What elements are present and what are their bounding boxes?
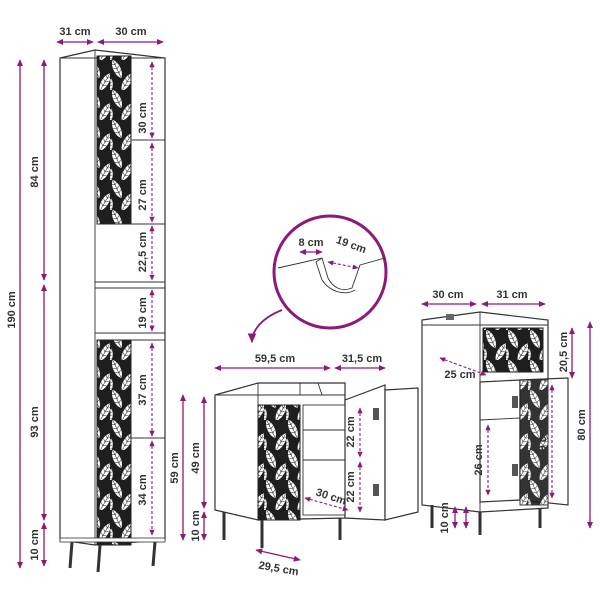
tall-shelf-3-label: 22,5 cm (137, 232, 149, 273)
sink-width-label: 59,5 cm (255, 353, 296, 365)
tall-height-label: 190 cm (6, 291, 18, 329)
small-hinge (512, 464, 518, 476)
detail-notch-width-label: 8 cm (298, 237, 323, 249)
sink-hinge (373, 484, 379, 496)
small-shelf-label: 26 cm (473, 444, 485, 475)
detail-magnifier (272, 214, 388, 330)
tall-shelf-5-label: 37 cm (137, 374, 149, 405)
tall-shelf-4-label: 19 cm (137, 297, 149, 328)
sink-body-height-label: 49 cm (190, 442, 202, 473)
sink-cabinet-door-left (257, 404, 301, 521)
small-depth-label: 31 cm (496, 289, 527, 301)
tall-width-label: 30 cm (115, 26, 146, 38)
small-height-label: 80 cm (576, 409, 588, 440)
detail-pointer-arrow (247, 309, 283, 344)
small-cabinet (421, 311, 569, 535)
notch-detail: 8 cm 19 cm (247, 214, 388, 344)
sink-hinge (373, 408, 379, 420)
tall-cabinet-leg (151, 541, 157, 567)
small-width-label: 30 cm (432, 289, 463, 301)
small-drawer-height-label: 20,5 cm (558, 332, 570, 373)
tall-cabinet-leg (96, 544, 102, 573)
tall-shelf-2-label: 27 cm (137, 179, 149, 210)
tall-cabinet-dimensions: 31 cm 30 cm 190 cm 84 cm 93 cm 10 cm 30 … (6, 26, 164, 569)
sink-top-opening-label: 22 cm (345, 416, 357, 447)
tall-lower-label: 93 cm (29, 406, 41, 437)
sink-legs-label: 10 cm (190, 510, 202, 541)
tall-cabinet (59, 49, 166, 573)
tall-legs-label: 10 cm (29, 529, 41, 560)
tall-shelf-6-label: 34 cm (137, 474, 149, 505)
small-cabinet-dimensions: 30 cm 31 cm 20,5 cm 80 cm 25 cm 26 cm 49… (421, 289, 594, 534)
small-legs-label: 10 cm (439, 502, 451, 533)
small-door-height-label: 49 cm (537, 426, 549, 457)
sink-cabinet (214, 382, 419, 548)
tall-upper-label: 84 cm (29, 156, 41, 187)
tall-depth-label: 31 cm (59, 26, 90, 38)
tall-cabinet-lower-door (96, 339, 132, 546)
tall-shelf-1-label: 30 cm (137, 102, 149, 133)
small-drawer-depth-label: 25 cm (444, 369, 475, 381)
sink-door-width-label: 29,5 cm (258, 560, 300, 579)
small-hinge (512, 396, 518, 408)
tall-cabinet-upper-door (96, 55, 132, 225)
small-cabinet-drawer (482, 327, 544, 373)
sink-height-label: 59 cm (169, 452, 181, 483)
sink-cabinet-dimensions: 59,5 cm 31,5 cm 59 cm 49 cm 10 cm 22 cm … (169, 353, 386, 579)
sink-bottom-opening-label: 22 cm (345, 471, 357, 502)
sink-depth-label: 31,5 cm (342, 353, 383, 365)
tall-cabinet-leg (68, 541, 74, 569)
